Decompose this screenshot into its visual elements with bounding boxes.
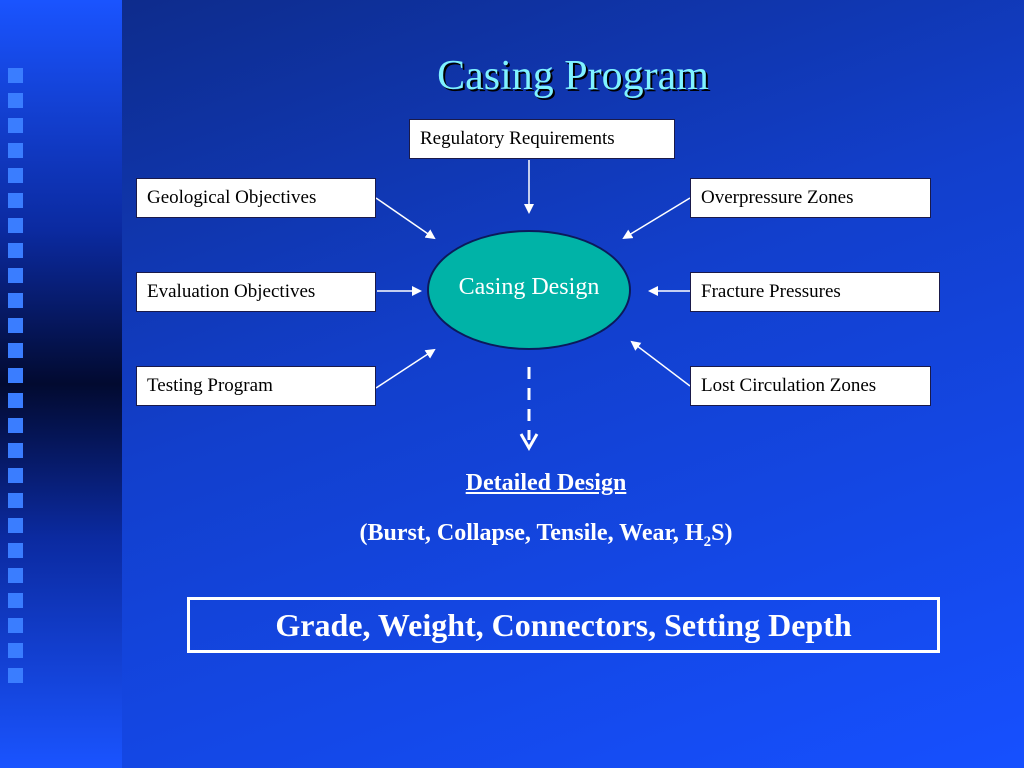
decorative-squares xyxy=(8,68,28,693)
slide-title: Casing Program xyxy=(437,53,709,99)
detailed-design-heading: Detailed Design xyxy=(465,470,627,496)
arrow-overpressure xyxy=(622,197,691,240)
box-geological-objectives: Geological Objectives xyxy=(136,178,376,218)
box-lost-circulation-zones: Lost Circulation Zones xyxy=(690,366,931,406)
casing-design-label: Casing Design xyxy=(458,274,600,300)
output-box: Grade, Weight, Connectors, Setting Depth xyxy=(187,597,940,653)
arrow-geological xyxy=(375,197,436,240)
box-overpressure-zones: Overpressure Zones xyxy=(690,178,931,218)
box-evaluation-objectives: Evaluation Objectives xyxy=(136,272,376,312)
left-band xyxy=(0,0,122,768)
box-testing-program: Testing Program xyxy=(136,366,376,406)
criteria-suffix: S) xyxy=(711,520,733,546)
casing-design-node: Casing Design xyxy=(427,230,631,350)
box-fracture-pressures: Fracture Pressures xyxy=(690,272,940,312)
arrow-lost-circulation xyxy=(630,340,691,387)
arrow-dashed-head xyxy=(519,433,539,452)
box-regulatory-requirements: Regulatory Requirements xyxy=(409,119,675,159)
detailed-design-criteria: (Burst, Collapse, Tensile, Wear, H2S) xyxy=(122,520,970,551)
criteria-subscript: 2 xyxy=(703,533,712,550)
arrow-testing xyxy=(375,348,436,389)
criteria-text: (Burst, Collapse, Tensile, Wear, H xyxy=(359,520,704,546)
